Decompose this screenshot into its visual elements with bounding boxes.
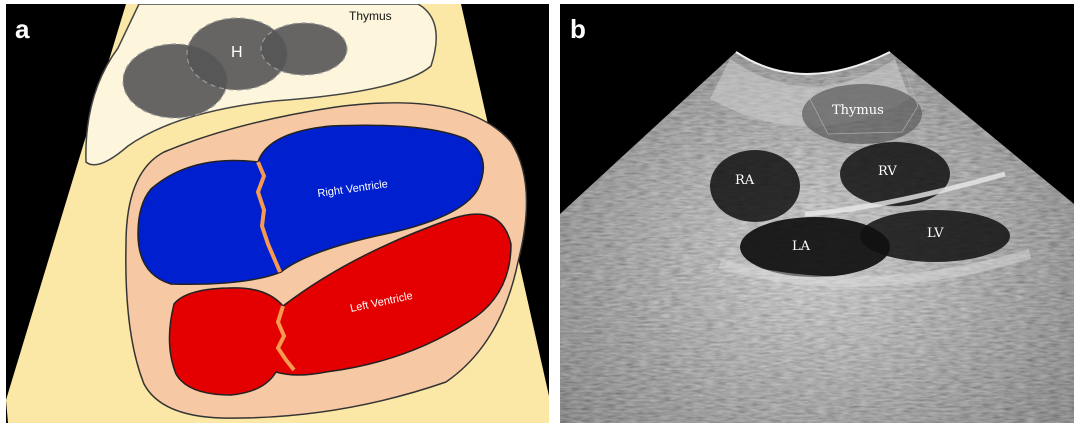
h-circle-right bbox=[261, 23, 347, 75]
thymus-label-b: Thymus bbox=[832, 103, 884, 118]
schematic-drawing: H Thymus Right Ventricle Left Ventricle … bbox=[6, 4, 549, 423]
panel-a-letter: a bbox=[15, 14, 30, 44]
panel-b-letter: b bbox=[570, 14, 586, 44]
h-label: H bbox=[231, 44, 243, 61]
rv-label: RV bbox=[878, 164, 897, 179]
ra-chamber bbox=[710, 150, 800, 222]
thymus-label-a: Thymus bbox=[349, 9, 392, 23]
la-label: LA bbox=[792, 239, 811, 254]
ultrasound-image: Thymus RA RV LA LV b bbox=[560, 4, 1074, 423]
panel-b-ultrasound: Thymus RA RV LA LV b bbox=[560, 4, 1074, 423]
ra-label: RA bbox=[735, 173, 755, 188]
panel-a-schematic: H Thymus Right Ventricle Left Ventricle … bbox=[6, 4, 549, 423]
lv-label: LV bbox=[927, 226, 944, 241]
